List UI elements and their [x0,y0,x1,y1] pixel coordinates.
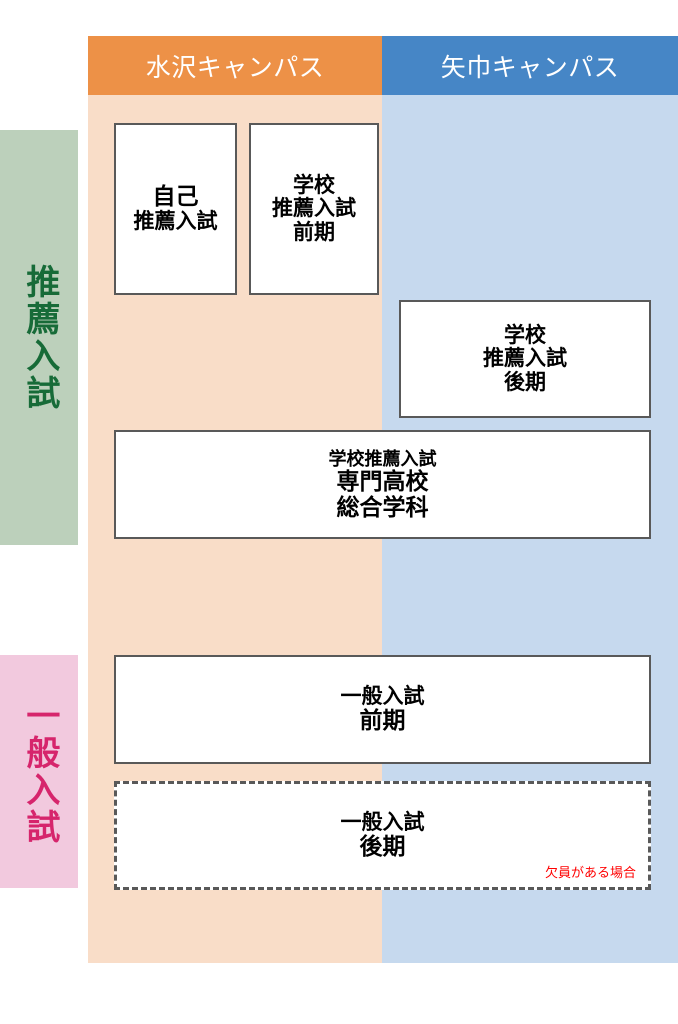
exam-box-jiko-suisen: 自己 推薦入試 [114,123,237,295]
exam-box-ippan-zenki: 一般入試 前期 [114,655,651,764]
exam-box-ippan-zenki-line2: 前期 [359,707,406,734]
category-sidebar-ippan-label: 一般入試 [20,697,59,846]
exam-box-senmon-sogo-line3: 総合学科 [336,493,429,520]
exam-box-ippan-kouki-text: 一般入試 後期 [341,811,425,860]
exam-box-ippan-kouki-line2: 後期 [359,833,406,860]
exam-box-senmon-sogo-line1: 学校推薦入試 [328,448,437,469]
exam-box-gakko-suisen-zenki: 学校 推薦入試 前期 [249,123,379,295]
column-header-mizusawa: 水沢キャンパス [88,36,382,95]
exam-box-gakko-suisen-kouki: 学校 推薦入試 後期 [399,300,651,418]
exam-box-ippan-kouki-line1: 一般入試 [340,810,425,834]
exam-box-ippan-kouki-note: 欠員がある場合 [544,865,636,880]
exam-box-gakko-suisen-zenki-line3: 前期 [293,220,335,244]
exam-box-gakko-suisen-zenki-line1: 学校 [293,173,335,197]
exam-box-gakko-suisen-kouki-line3: 後期 [504,370,546,394]
exam-box-ippan-kouki: 一般入試 後期 欠員がある場合 [114,781,651,890]
exam-box-gakko-suisen-kouki-line2: 推薦入試 [483,347,567,371]
exam-box-gakko-suisen-zenki-line2: 推薦入試 [272,197,356,221]
column-header-yahaba: 矢巾キャンパス [382,36,678,95]
exam-box-jiko-suisen-line1: 自己 [152,183,199,210]
category-sidebar-ippan: 一般入試 [0,655,78,888]
exam-box-senmon-sogo: 学校推薦入試 専門高校 総合学科 [114,430,651,539]
category-sidebar-suisen: 推薦入試 [0,130,78,545]
exam-box-senmon-sogo-line2: 専門高校 [336,467,429,494]
exam-box-gakko-suisen-kouki-line1: 学校 [504,323,546,347]
category-sidebar-suisen-label: 推薦入試 [20,263,59,412]
column-header-yahaba-label: 矢巾キャンパス [440,53,620,82]
exam-box-ippan-zenki-line1: 一般入試 [340,684,425,708]
column-header-mizusawa-label: 水沢キャンパス [145,53,325,82]
exam-box-jiko-suisen-line2: 推薦入試 [133,210,218,234]
